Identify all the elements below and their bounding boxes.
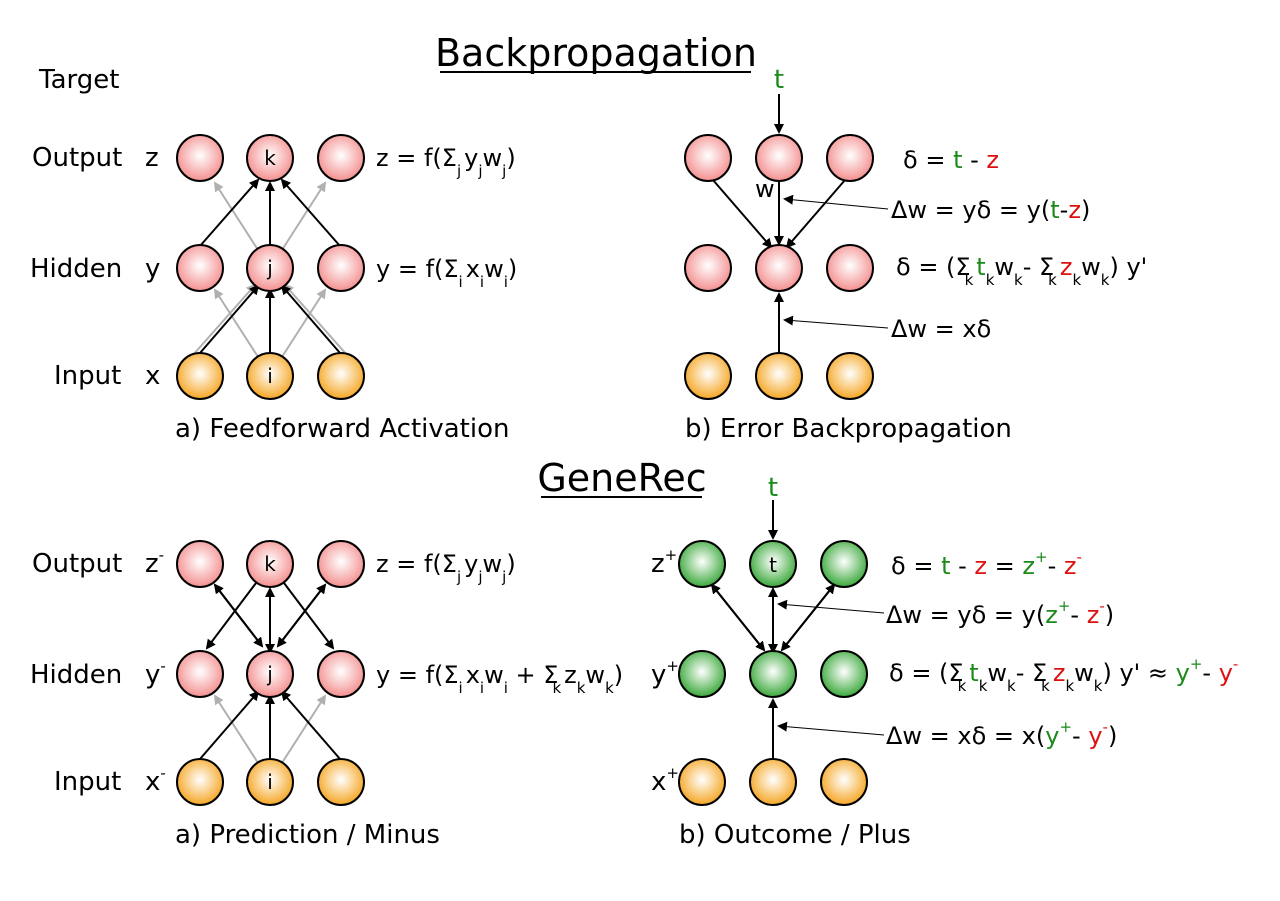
input-row-label: Input: [54, 361, 121, 391]
generec-target-t: t: [768, 473, 778, 503]
backprop-target-t: t: [774, 65, 784, 95]
input-node: [684, 352, 732, 400]
generec-hidden-row-label: Hidden: [30, 660, 122, 690]
input-node: [176, 758, 224, 806]
minus-phase-nodes: [176, 540, 365, 806]
node-label-j: j: [266, 256, 273, 280]
output-node: [684, 134, 732, 182]
minus-phase-black-connections: [199, 582, 341, 760]
error-backprop-connections: [712, 94, 846, 353]
output-delta-equation: δ = t - z: [903, 146, 999, 174]
node-label-k: k: [264, 146, 276, 170]
backprop-title: Backpropagation: [435, 31, 757, 75]
generec-input-var-minus: x-: [145, 764, 166, 797]
output-node-plus: [820, 540, 868, 588]
plus-output-delta-equation: δ = t - z = z+- z-: [891, 548, 1082, 580]
hidden-node: [826, 244, 874, 292]
input-node: [820, 758, 868, 806]
feedforward-caption: a) Feedforward Activation: [175, 414, 509, 444]
input-node: [755, 352, 803, 400]
plus-phase-caption: b) Outcome / Plus: [679, 820, 911, 850]
plus-hidden-dw-equation: Δw = xδ = x(y+- y-): [886, 718, 1117, 750]
output-node-k: [246, 540, 294, 588]
hidden-node: [755, 244, 803, 292]
input-var-label: x: [145, 361, 160, 391]
input-node-i: [246, 758, 294, 806]
hidden-node: [684, 244, 732, 292]
input-node: [317, 758, 365, 806]
generec-output-row-label: Output: [32, 549, 122, 579]
hidden-node: [317, 244, 365, 292]
output-node: [826, 134, 874, 182]
feedforward-gray-connections: [192, 181, 348, 361]
target-row-label: Target: [38, 65, 119, 95]
output-node: [317, 134, 365, 182]
feedforward-black-connections: [199, 178, 341, 354]
node-label-i: i: [267, 364, 273, 388]
output-dw-equation: Δw = yδ = y(t-z): [891, 196, 1090, 224]
generec-input-var-plus: x+: [651, 764, 679, 797]
output-node-plus: [678, 540, 726, 588]
hidden-node: [317, 650, 365, 698]
hidden-node-plus: [820, 650, 868, 698]
output-row-label: Output: [32, 143, 122, 173]
input-node-i: [246, 352, 294, 400]
input-node: [826, 352, 874, 400]
hidden-node: [176, 244, 224, 292]
minus-phase-caption: a) Prediction / Minus: [175, 820, 440, 850]
output-node-t: [749, 540, 797, 588]
hidden-var-label: y: [145, 254, 160, 284]
generec-hidden-var-plus: y+: [651, 657, 679, 690]
hidden-row-label: Hidden: [30, 254, 122, 284]
minus-phase-gray-connections: [213, 694, 327, 767]
node-label-j: j: [266, 662, 273, 686]
generec-output-var-plus: z+: [651, 546, 677, 579]
output-var-label: z: [145, 143, 159, 173]
generec-hidden-var-minus: y-: [145, 657, 166, 690]
feedforward-nodes: [176, 134, 365, 400]
output-node: [755, 134, 803, 182]
plus-output-dw-equation: Δw = yδ = y(z+- z-): [886, 597, 1114, 629]
generec-input-row-label: Input: [54, 767, 121, 797]
output-node: [317, 540, 365, 588]
hidden-node: [176, 650, 224, 698]
input-node: [678, 758, 726, 806]
input-node: [176, 352, 224, 400]
hidden-node-j: [246, 244, 294, 292]
plus-phase-connections: [710, 500, 836, 759]
error-backprop-pointers: [783, 194, 889, 329]
input-node: [749, 758, 797, 806]
node-label-i: i: [267, 770, 273, 794]
input-node: [317, 352, 365, 400]
hidden-dw-equation: Δw = xδ: [891, 315, 991, 343]
node-label-k: k: [264, 552, 276, 576]
hidden-node-j: [246, 650, 294, 698]
error-backprop-caption: b) Error Backpropagation: [685, 414, 1012, 444]
hidden-node-plus: [678, 650, 726, 698]
plus-phase-nodes: [678, 540, 868, 806]
node-label-t: t: [769, 553, 777, 577]
weight-label: w: [755, 175, 775, 203]
generec-title: GeneRec: [537, 456, 706, 500]
error-backprop-nodes: [684, 134, 874, 400]
output-node: [176, 540, 224, 588]
output-node: [176, 134, 224, 182]
output-node-k: [246, 134, 294, 182]
generec-output-var-minus: z-: [145, 546, 164, 579]
hidden-node-plus: [749, 650, 797, 698]
plus-phase-pointers: [777, 599, 885, 736]
